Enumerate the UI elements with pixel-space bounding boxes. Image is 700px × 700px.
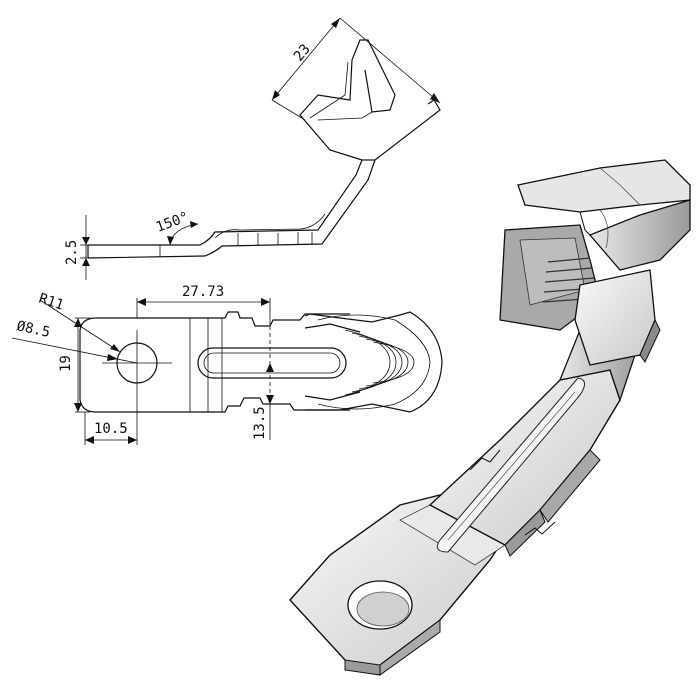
dim-23: 23 xyxy=(291,41,314,64)
dim-2-5: 2.5 xyxy=(64,240,80,265)
dim-150-deg: 150° xyxy=(154,209,191,236)
dim-r11: R11 xyxy=(37,291,66,314)
top-view xyxy=(11,298,443,445)
dim-10-5: 10.5 xyxy=(94,421,128,437)
dim-27-73: 27.73 xyxy=(182,284,224,300)
dim-hole-diameter: Ø8.5 xyxy=(15,318,51,341)
side-view xyxy=(80,17,441,280)
isometric-view xyxy=(289,159,691,676)
dim-19: 19 xyxy=(58,355,74,372)
dim-13-5: 13.5 xyxy=(252,406,268,440)
